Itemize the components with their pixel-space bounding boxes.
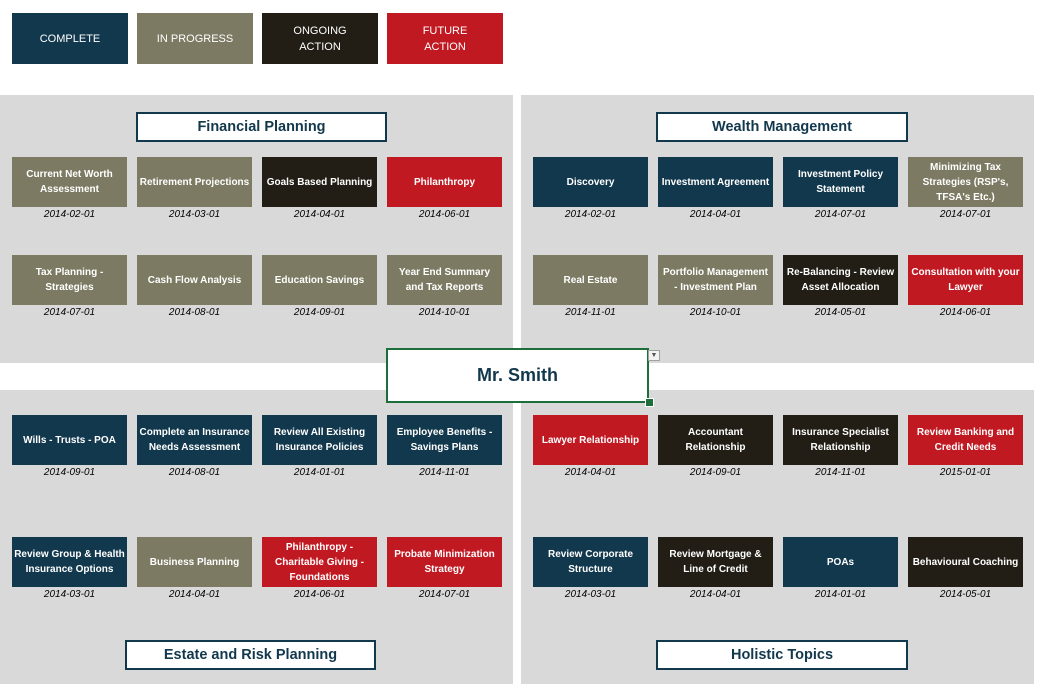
tile-date: 2014-03-01 (564, 589, 617, 600)
tile-date: 2014-05-01 (814, 307, 867, 318)
tile-date: 2014-11-01 (419, 467, 470, 478)
tile-discovery[interactable]: Discovery (533, 157, 648, 207)
legend-complete: COMPLETE (12, 13, 128, 64)
tile-employee-benefits-savings-plans[interactable]: Employee Benefits - Savings Plans (387, 415, 502, 465)
tile-year-end-summary-and-tax-reports[interactable]: Year End Summary and Tax Reports (387, 255, 502, 305)
tile-date: 2014-07-01 (43, 307, 96, 318)
tile-date: 2014-09-01 (293, 307, 346, 318)
tile-date: 2014-07-01 (814, 209, 867, 220)
legend-in-progress: IN PROGRESS (137, 13, 253, 64)
tile-lawyer-relationship[interactable]: Lawyer Relationship (533, 415, 648, 465)
tile-date: 2014-03-01 (43, 589, 96, 600)
tile-goals-based-planning[interactable]: Goals Based Planning (262, 157, 377, 207)
tile-date: 2014-02-01 (43, 209, 96, 220)
tile-date: 2014-04-01 (293, 209, 346, 220)
tile-date: 2014-11-01 (815, 467, 866, 478)
tile-date: 2014-02-01 (564, 209, 617, 220)
tile-review-corporate-structure[interactable]: Review Corporate Structure (533, 537, 648, 587)
tile-behavioural-coaching[interactable]: Behavioural Coaching (908, 537, 1023, 587)
tile-current-net-worth-assessment[interactable]: Current Net Worth Assessment (12, 157, 127, 207)
tile-probate-minimization-strategy[interactable]: Probate Minimization Strategy (387, 537, 502, 587)
tile-date: 2014-07-01 (939, 209, 992, 220)
tile-review-group-health-insurance-options[interactable]: Review Group & Health Insurance Options (12, 537, 127, 587)
tile-date: 2014-06-01 (939, 307, 992, 318)
tile-complete-an-insurance-needs-assessment[interactable]: Complete an Insurance Needs Assessment (137, 415, 252, 465)
tile-minimizing-tax-strategies-rsp-s-tfsa-s-etc[interactable]: Minimizing Tax Strategies (RSP's, TFSA's… (908, 157, 1023, 207)
tile-date: 2014-01-01 (293, 467, 346, 478)
tile-investment-policy-statement[interactable]: Investment Policy Statement (783, 157, 898, 207)
tile-date: 2014-08-01 (168, 307, 221, 318)
tile-insurance-specialist-relationship[interactable]: Insurance Specialist Relationship (783, 415, 898, 465)
tile-philanthropy-charitable-giving-foundations[interactable]: Philanthropy - Charitable Giving - Found… (262, 537, 377, 587)
tile-tax-planning-strategies[interactable]: Tax Planning - Strategies (12, 255, 127, 305)
tile-date: 2014-10-01 (689, 307, 742, 318)
tile-review-mortgage-line-of-credit[interactable]: Review Mortgage & Line of Credit (658, 537, 773, 587)
tile-date: 2014-05-01 (939, 589, 992, 600)
tile-portfolio-management-investment-plan[interactable]: Portfolio Management - Investment Plan (658, 255, 773, 305)
tile-business-planning[interactable]: Business Planning (137, 537, 252, 587)
tile-review-banking-and-credit-needs[interactable]: Review Banking and Credit Needs (908, 415, 1023, 465)
legend-future-action: FUTURE ACTION (387, 13, 503, 64)
tile-date: 2014-09-01 (689, 467, 742, 478)
tile-re-balancing-review-asset-allocation[interactable]: Re-Balancing - Review Asset Allocation (783, 255, 898, 305)
tile-date: 2014-07-01 (418, 589, 471, 600)
tile-wills-trusts-poa[interactable]: Wills - Trusts - POA (12, 415, 127, 465)
tile-consultation-with-your-lawyer[interactable]: Consultation with your Lawyer (908, 255, 1023, 305)
section-title-estate-risk-planning: Estate and Risk Planning (125, 640, 376, 670)
tile-date: 2014-06-01 (293, 589, 346, 600)
tile-review-all-existing-insurance-policies[interactable]: Review All Existing Insurance Policies (262, 415, 377, 465)
tile-date: 2014-04-01 (689, 589, 742, 600)
section-title-financial-planning: Financial Planning (136, 112, 387, 142)
tile-date: 2014-11-01 (565, 307, 616, 318)
tile-date: 2014-10-01 (418, 307, 471, 318)
tile-real-estate[interactable]: Real Estate (533, 255, 648, 305)
tile-accountant-relationship[interactable]: Accountant Relationship (658, 415, 773, 465)
chevron-down-icon[interactable]: ▼ (648, 350, 660, 361)
tile-cash-flow-analysis[interactable]: Cash Flow Analysis (137, 255, 252, 305)
legend-ongoing-action: ONGOING ACTION (262, 13, 378, 64)
tile-investment-agreement[interactable]: Investment Agreement (658, 157, 773, 207)
tile-date: 2014-06-01 (418, 209, 471, 220)
section-title-wealth-management: Wealth Management (656, 112, 908, 142)
tile-philanthropy[interactable]: Philanthropy (387, 157, 502, 207)
tile-education-savings[interactable]: Education Savings (262, 255, 377, 305)
tile-date: 2014-04-01 (564, 467, 617, 478)
tile-date: 2014-04-01 (168, 589, 221, 600)
tile-poas[interactable]: POAs (783, 537, 898, 587)
tile-date: 2014-03-01 (168, 209, 221, 220)
tile-date: 2014-04-01 (689, 209, 742, 220)
section-title-holistic-topics: Holistic Topics (656, 640, 908, 670)
tile-date: 2014-09-01 (43, 467, 96, 478)
tile-retirement-projections[interactable]: Retirement Projections (137, 157, 252, 207)
cell-resize-handle[interactable] (645, 398, 654, 407)
tile-date: 2014-01-01 (814, 589, 867, 600)
tile-date: 2014-08-01 (168, 467, 221, 478)
client-name-cell[interactable]: Mr. Smith (386, 348, 649, 403)
tile-date: 2015-01-01 (939, 467, 992, 478)
